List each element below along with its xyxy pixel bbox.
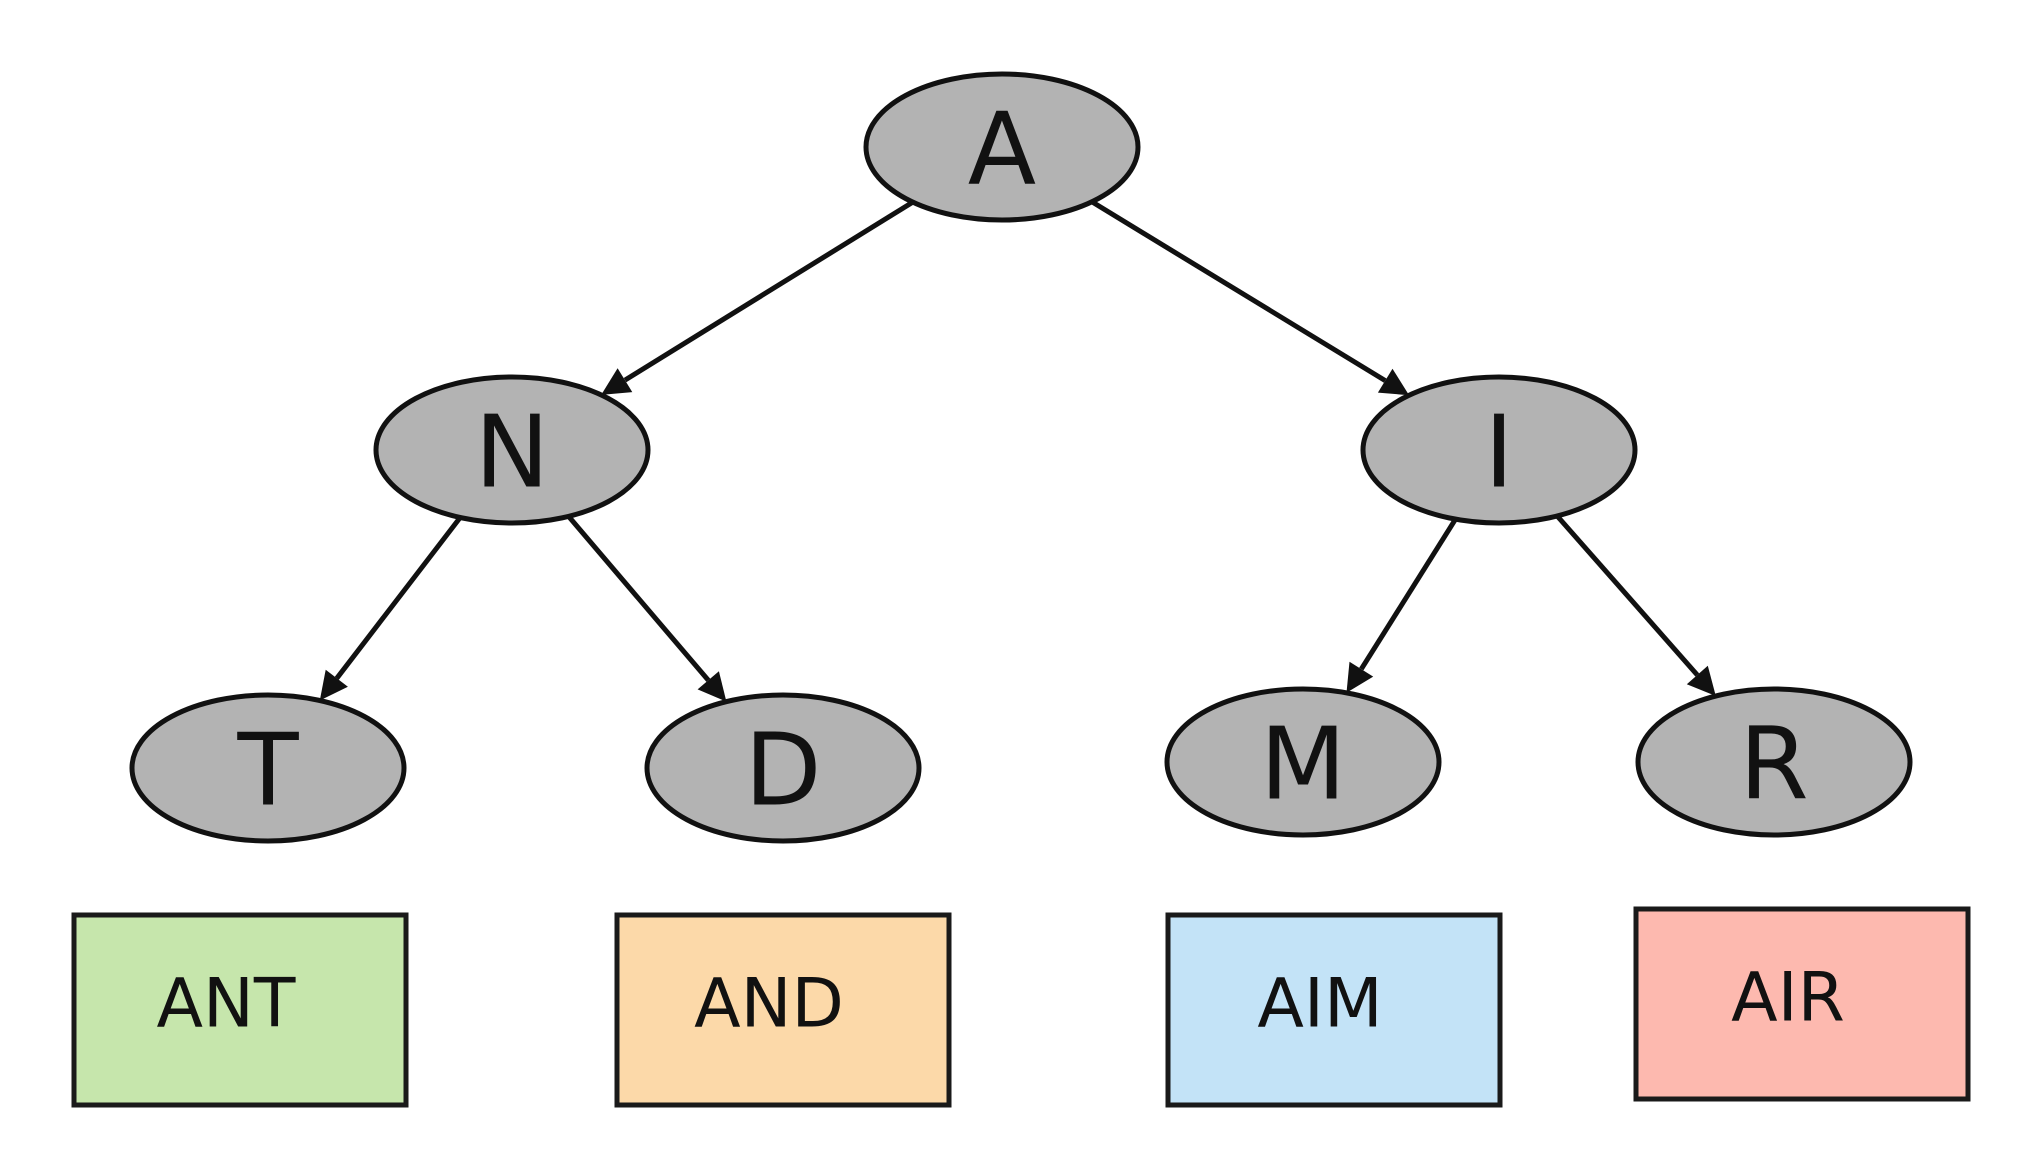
- node-label: I: [1484, 394, 1514, 511]
- node-T: T: [129, 692, 407, 844]
- word-label: AIR: [1731, 959, 1845, 1038]
- edge-A-N: [623, 199, 915, 383]
- word-label: ANT: [157, 965, 296, 1044]
- node-label: M: [1260, 706, 1346, 823]
- word-label: AND: [694, 965, 844, 1044]
- arrowhead-I-M: [1346, 661, 1374, 693]
- arrowhead-N-T: [319, 669, 348, 701]
- arrowhead-A-I: [1377, 368, 1410, 396]
- word-box-rect: [614, 912, 952, 1108]
- node-D: D: [644, 692, 922, 844]
- word-box-AND: AND: [614, 912, 952, 1108]
- node-label: N: [475, 394, 550, 511]
- words: ANT AND AIM AIR: [71, 906, 1971, 1108]
- edge-I-R: [1555, 514, 1700, 677]
- node-I: I: [1360, 374, 1638, 526]
- word-box-ANT: ANT: [71, 912, 409, 1108]
- node-ellipse: [1360, 374, 1638, 526]
- node-A: A: [863, 71, 1141, 223]
- word-box-rect: [71, 912, 409, 1108]
- edges: [319, 199, 1716, 702]
- word-box-rect: [1165, 912, 1503, 1108]
- node-R: R: [1635, 686, 1913, 838]
- node-ellipse: [373, 374, 651, 526]
- node-N: N: [373, 374, 651, 526]
- arrowhead-I-R: [1686, 665, 1716, 696]
- node-ellipse: [129, 692, 407, 844]
- node-M: M: [1164, 686, 1442, 838]
- arrowhead-N-D: [697, 671, 727, 702]
- arrowhead-A-N: [601, 368, 633, 395]
- node-ellipse: [1164, 686, 1442, 838]
- node-label: D: [744, 712, 821, 829]
- word-box-AIR: AIR: [1633, 906, 1971, 1102]
- edge-N-D: [566, 514, 711, 682]
- nodes: A N I T D M R: [129, 71, 1913, 844]
- node-label: A: [968, 91, 1036, 208]
- word-box-rect: [1633, 906, 1971, 1102]
- node-label: R: [1739, 706, 1808, 823]
- node-ellipse: [863, 71, 1141, 223]
- word-label: AIM: [1257, 965, 1382, 1044]
- node-ellipse: [644, 692, 922, 844]
- edge-I-M: [1359, 517, 1458, 671]
- node-ellipse: [1635, 686, 1913, 838]
- word-box-AIM: AIM: [1165, 912, 1503, 1108]
- edge-N-T: [334, 515, 463, 680]
- node-label: T: [236, 712, 299, 829]
- edge-A-I: [1090, 199, 1387, 383]
